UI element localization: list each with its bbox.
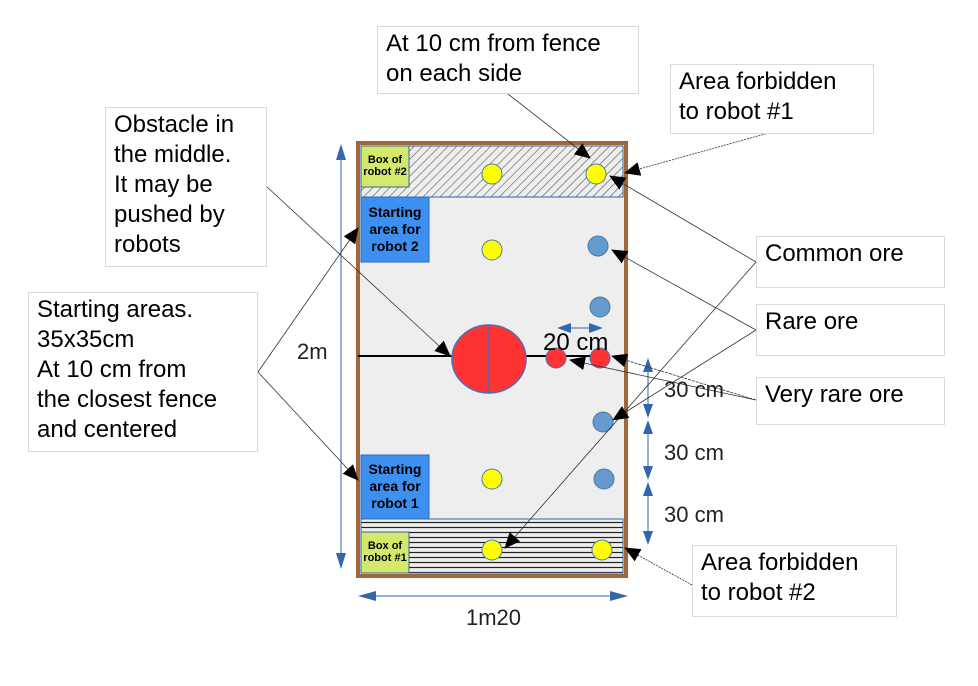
callout-common-ore: Common ore (756, 236, 945, 288)
width-label: 1m20 (466, 605, 522, 630)
start-area-robot1-label: Starting area for robot 1 (368, 461, 422, 511)
box-robot2-label: Box of robot #2 (363, 154, 407, 178)
gap3-label: 30 cm (664, 502, 724, 527)
callout-obstacle: Obstacle in the middle. It may be pushed… (105, 107, 267, 267)
rare-ore (593, 468, 615, 490)
rare-ore (587, 235, 609, 257)
height-dimension (336, 144, 346, 569)
gap1-label: 30 cm (664, 377, 724, 402)
callout-rare-ore: Rare ore (756, 304, 945, 356)
rare-ore (592, 411, 614, 433)
rare-ore (589, 296, 611, 318)
callout-starting-areas: Starting areas. 35x35cm At 10 cm from th… (28, 292, 258, 452)
callout-forbidden-robot1: Area forbidden to robot #1 (670, 64, 874, 134)
ore-spacing-dimension (557, 323, 603, 333)
callout-forbidden-robot2: Area forbidden to robot #2 (692, 545, 897, 617)
callout-fence-distance: At 10 cm from fence on each side (377, 26, 639, 94)
common-ore (481, 539, 503, 561)
leader-lines (257, 93, 773, 586)
callout-very-rare-ore: Very rare ore (756, 377, 945, 425)
common-ore (585, 163, 607, 185)
ore-spacing-label: 20 cm (543, 329, 609, 356)
common-ore (591, 539, 613, 561)
height-label: 2m (297, 339, 328, 364)
start-area-robot2-label: Starting area for robot 2 (368, 204, 422, 254)
common-ore (481, 163, 503, 185)
common-ore (481, 239, 503, 261)
very-rare-ore (589, 347, 611, 369)
start-area-robot1 (360, 454, 430, 520)
width-dimension (358, 591, 628, 601)
common-ore (481, 468, 503, 490)
gap-dimensions (643, 358, 653, 545)
gap2-label: 30 cm (664, 440, 724, 465)
box-robot1 (360, 531, 410, 574)
very-rare-ore (545, 347, 567, 369)
box-robot1-label: Box of robot #1 (363, 540, 407, 564)
box-robot2 (360, 145, 410, 188)
start-area-robot2 (360, 196, 430, 263)
